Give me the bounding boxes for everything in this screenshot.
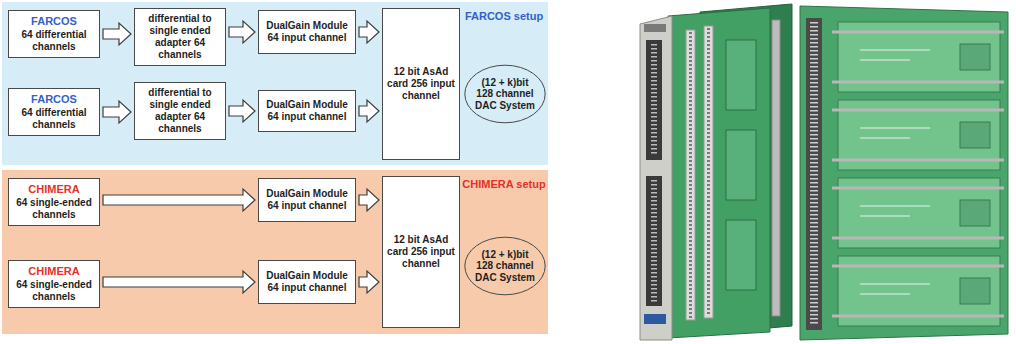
module-box: 12 bit AsAd card 256 input channel <box>382 176 460 328</box>
module-box: DualGain Module 64 input channel <box>258 10 356 54</box>
box-label: DualGain Module 64 input channel <box>263 188 351 212</box>
box-label: differential to single ended adapter 64 … <box>139 87 221 135</box>
box-label: 64 differential channels <box>13 107 95 131</box>
ellipse-shape <box>465 237 545 295</box>
title-holder: FARCOS setup <box>462 10 546 24</box>
setup-title: CHIMERA setup <box>462 178 546 192</box>
box-label: DualGain Module 64 input channel <box>263 20 351 44</box>
module-box: DualGain Module 64 input channel <box>258 178 356 222</box>
dac-ellipse: (12 + k)bit 128 channel DAC System <box>464 64 546 124</box>
module-box: FARCOS64 differential channels <box>8 10 100 58</box>
block-arrow <box>103 189 255 211</box>
box-label: differential to single ended adapter 64 … <box>139 13 221 61</box>
box-label: 64 single-ended channels <box>13 279 95 303</box>
block-arrow <box>103 101 131 123</box>
block-arrow <box>359 271 379 293</box>
detector-name: FARCOS <box>13 15 95 28</box>
block-arrow <box>103 271 255 293</box>
block-arrow <box>359 21 379 43</box>
block-arrow <box>103 23 131 45</box>
setup-title: FARCOS setup <box>462 10 546 24</box>
box-label: DualGain Module 64 input channel <box>263 270 351 294</box>
ellipse-shape <box>465 65 545 123</box>
dac-label: (12 + k)bit 128 channel DAC System <box>472 77 538 112</box>
module-box: CHIMERA64 single-ended channels <box>8 178 100 226</box>
detector-name: FARCOS <box>13 93 95 106</box>
detector-name: CHIMERA <box>13 265 95 278</box>
module-box: differential to single ended adapter 64 … <box>134 8 226 66</box>
setup-panel: CHIMERA setupCHIMERA64 single-ended chan… <box>2 170 548 334</box>
module-box: CHIMERA64 single-ended channels <box>8 260 100 308</box>
setup-panel: FARCOS setupFARCOS64 differential channe… <box>2 2 548 165</box>
box-label: 64 single-ended channels <box>13 197 95 221</box>
box-label: 64 differential channels <box>13 29 95 53</box>
dac-label: (12 + k)bit 128 channel DAC System <box>472 249 538 284</box>
module-box: DualGain Module 64 input channel <box>258 90 356 132</box>
block-arrow <box>359 100 379 122</box>
block-arrow <box>229 21 255 43</box>
module-box: FARCOS64 differential channels <box>8 88 100 136</box>
module-box: 12 bit AsAd card 256 input channel <box>382 8 460 160</box>
box-label: DualGain Module 64 input channel <box>263 99 351 123</box>
dac-ellipse: (12 + k)bit 128 channel DAC System <box>464 236 546 296</box>
detector-name: CHIMERA <box>13 183 95 196</box>
module-box: differential to single ended adapter 64 … <box>134 82 226 140</box>
block-arrow <box>359 189 379 211</box>
block-arrow <box>229 100 255 122</box>
box-label: 12 bit AsAd card 256 input channel <box>387 234 455 270</box>
title-holder: CHIMERA setup <box>462 178 546 192</box>
module-box: DualGain Module 64 input channel <box>258 260 356 304</box>
box-label: 12 bit AsAd card 256 input channel <box>387 66 455 102</box>
